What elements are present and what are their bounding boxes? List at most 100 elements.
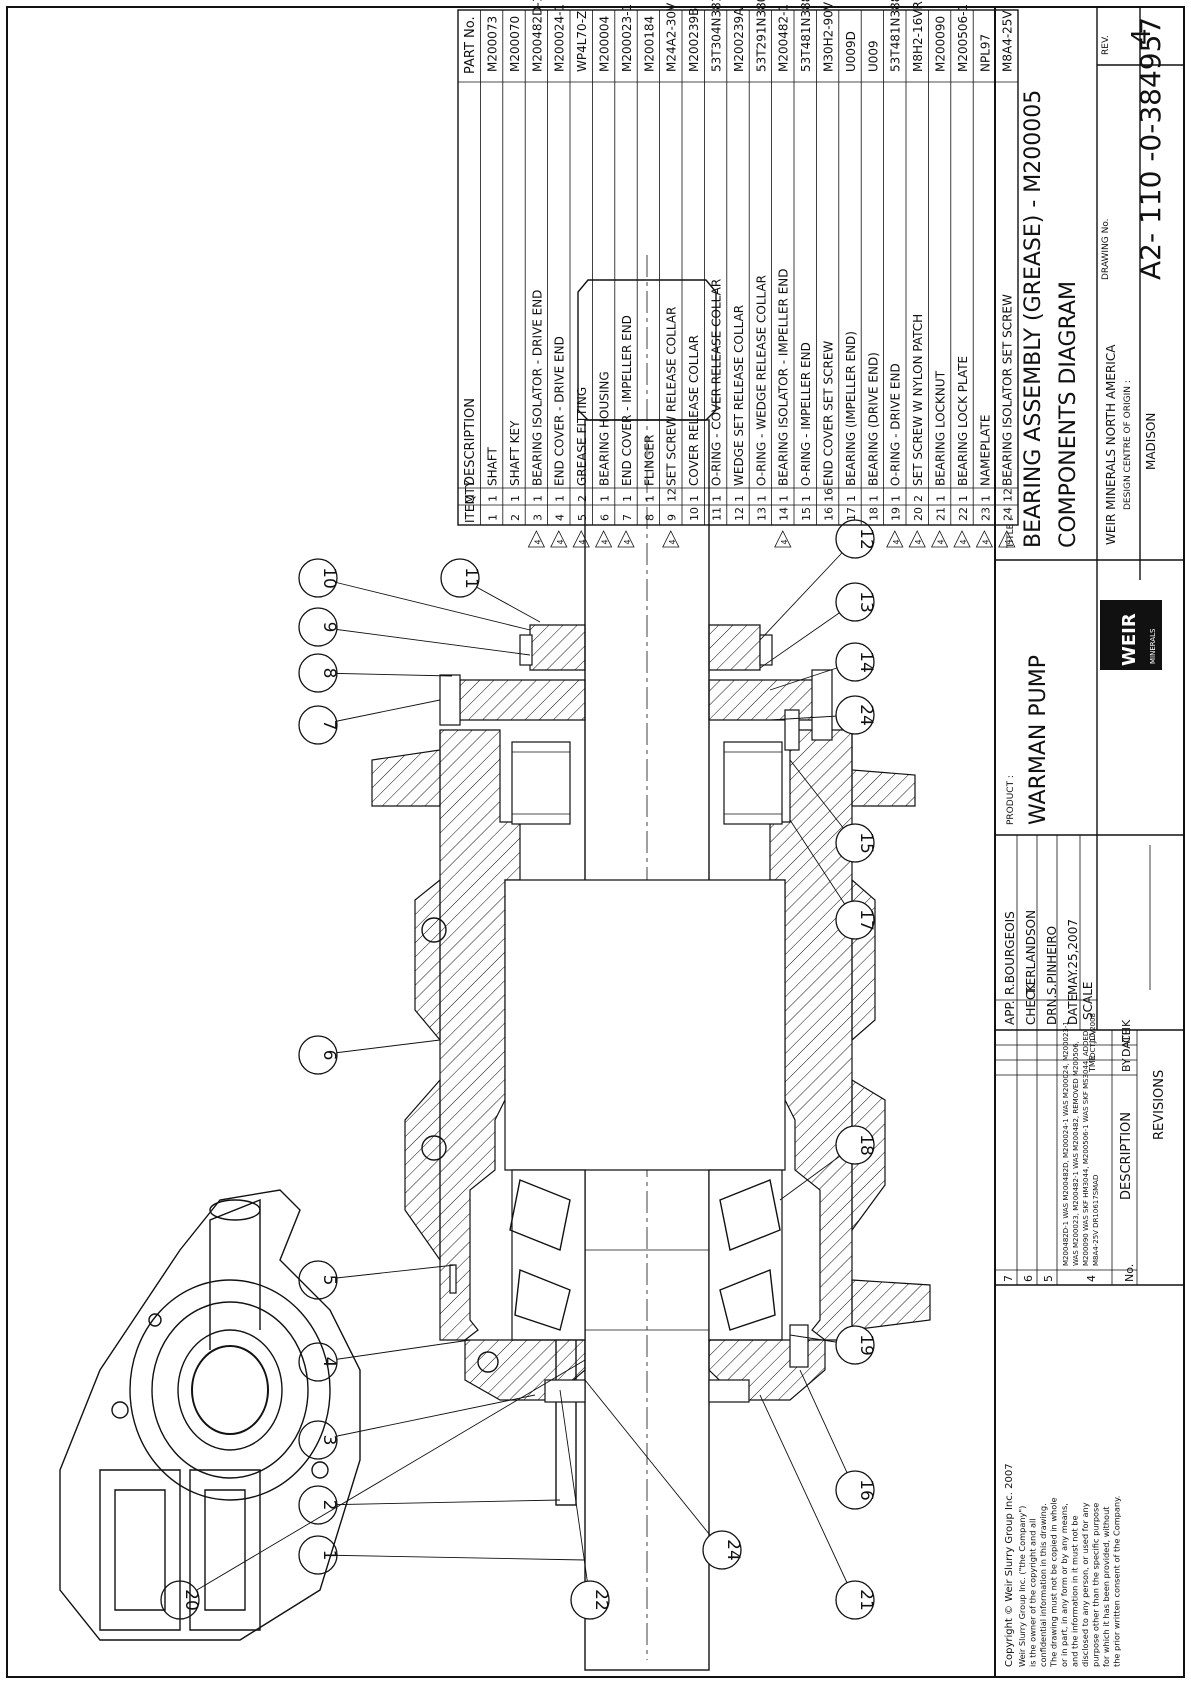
cell-item: 13 <box>755 507 768 521</box>
drawing-number: A2- 110 -0-384957 <box>1134 17 1167 280</box>
balloon-24: 24 <box>584 1379 743 1570</box>
balloon-19: 19 <box>789 1325 876 1365</box>
cell-item: 18 <box>867 507 880 521</box>
cell-part-no: M200023-1 <box>620 4 634 72</box>
cell-item: 11 <box>711 507 724 521</box>
cell-qty: 1 <box>957 495 970 502</box>
copyright-line: or in part, in any form or by any means, <box>1059 1503 1069 1667</box>
balloon-3: 3 <box>298 1394 536 1460</box>
revision-triangle-icon <box>908 530 926 548</box>
rev-description-line: M8A4-25V DR10617SMAD <box>1092 1175 1100 1266</box>
rev-header-by: BY <box>1120 1058 1133 1072</box>
cell-description: BEARING (IMPELLER END) <box>844 331 858 486</box>
cell-description: SET SCREW W NYLON PATCH <box>911 314 925 486</box>
cell-qty: 2 <box>912 495 925 502</box>
company-name: WEIR MINERALS NORTH AMERICA <box>1104 344 1118 545</box>
copyright-heading: Copyright © Weir Slurry Group Inc. 2007 <box>1004 1463 1015 1667</box>
balloon-label: 5 <box>319 1275 339 1286</box>
revision-triangle-label: 4 <box>981 539 990 544</box>
copyright-line: for which it has been provided, without <box>1101 1506 1111 1667</box>
rev-header-date: DATE <box>1120 1028 1133 1057</box>
product-label: PRODUCT : <box>1006 775 1016 825</box>
balloon-label: 16 <box>856 1479 876 1501</box>
cell-item: 17 <box>845 507 858 521</box>
drawing-title-line1: BEARING ASSEMBLY (GREASE) - M200005 <box>1021 90 1046 548</box>
leader-line <box>317 1554 586 1561</box>
drive-end-bearing <box>509 1169 783 1341</box>
cell-description: END COVER - DRIVE END <box>553 336 567 486</box>
cell-part-no: U009 <box>866 40 880 72</box>
revision-triangle-label: 4 <box>533 539 542 544</box>
cell-item: 19 <box>890 507 903 521</box>
balloon-circle <box>835 1325 875 1365</box>
copyright-line: The drawing must not be copied in whole <box>1049 1497 1059 1668</box>
balloon-4: 4 <box>298 1339 471 1382</box>
balloon-21: 21 <box>759 1394 876 1620</box>
sheet-border <box>6 6 1185 1678</box>
rev-date: OCT.10,2008 <box>1089 1013 1097 1058</box>
balloon-circle <box>835 519 875 559</box>
approval-name: S.PINHEIRO <box>1045 926 1059 995</box>
rev-no: 6 <box>1022 1275 1035 1282</box>
approval-role: APP. <box>1003 1000 1017 1025</box>
cell-qty: 1 <box>867 495 880 502</box>
balloon-circle <box>835 582 875 622</box>
balloon-label: 17 <box>856 909 876 931</box>
cell-qty: 1 <box>800 495 813 502</box>
balloon-label: 13 <box>856 591 876 613</box>
cell-item: 14 <box>778 507 791 521</box>
cell-description: GREASE FITTING <box>575 387 589 486</box>
balloon-circle <box>835 1470 875 1510</box>
revision-triangle-label: 4 <box>780 539 789 544</box>
cell-description: BEARING ISOLATOR - DRIVE END <box>530 290 544 486</box>
cell-description: COVER RELEASE COLLAR <box>687 335 701 486</box>
header-qty: QTY <box>463 479 477 504</box>
balloon-label: 4 <box>319 1357 339 1368</box>
rev-description-line: WAS M200023, M200482-1 WAS M200482, REMO… <box>1072 1041 1080 1266</box>
leader-line <box>317 1394 536 1441</box>
revision-triangle-label: 4 <box>623 539 632 544</box>
revision-triangle-icon <box>886 530 904 548</box>
revision-triangle-label: 4 <box>578 539 587 544</box>
copyright-line: confidential information in this drawing… <box>1038 1503 1048 1667</box>
cell-description: O-RING - COVER RELEASE COLLAR <box>710 279 724 486</box>
logo-subtext: MINERALS <box>1149 628 1157 664</box>
logo-block <box>1100 600 1162 670</box>
balloon-circle <box>298 1260 338 1300</box>
cell-item: 10 <box>688 507 701 521</box>
leader-line <box>317 1339 471 1363</box>
balloon-label: 21 <box>856 1589 876 1611</box>
revision-triangle-label: 4 <box>556 539 565 544</box>
balloon-circle <box>298 1420 338 1460</box>
balloon-circle <box>835 1125 875 1165</box>
balloon-11: 11 <box>440 558 541 623</box>
cell-item: 8 <box>643 514 656 521</box>
balloon-18: 18 <box>779 1125 876 1201</box>
cell-qty: 1 <box>554 495 567 502</box>
rev-value: 4 <box>1127 28 1157 45</box>
leader-line <box>584 1379 723 1551</box>
cell-part-no: M200184 <box>642 16 656 72</box>
cell-qty: 1 <box>890 495 903 502</box>
rev-no: 4 <box>1085 1275 1098 1282</box>
bearing-housing <box>371 729 931 1341</box>
balloon-6: 6 <box>298 1035 441 1075</box>
balloon-label: 24 <box>723 1539 743 1561</box>
balloon-7: 7 <box>298 699 441 745</box>
rev-no: 7 <box>1002 1275 1015 1282</box>
rev-label: REV. <box>1101 35 1111 55</box>
cell-qty: 1 <box>778 495 791 502</box>
leader-line <box>789 819 856 921</box>
copyright-line: is the owner of the copyright and all <box>1028 1518 1038 1667</box>
header-description: DESCRIPTION <box>463 398 478 486</box>
cell-item: 2 <box>509 514 522 521</box>
